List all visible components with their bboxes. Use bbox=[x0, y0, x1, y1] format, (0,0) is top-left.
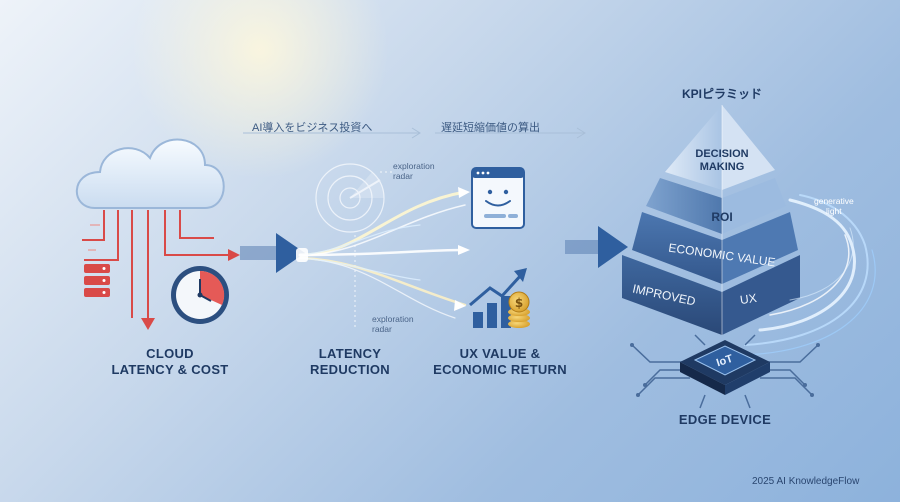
generative-label: generative light bbox=[814, 196, 854, 216]
light-streams bbox=[298, 190, 467, 319]
radar-dotted-line bbox=[354, 171, 395, 330]
radar-icon bbox=[315, 163, 385, 233]
headline-arrow-left bbox=[243, 127, 421, 139]
latency-lines-icon bbox=[82, 210, 240, 330]
pyramid-level-2: ROI bbox=[711, 210, 733, 224]
svg-text:$: $ bbox=[515, 296, 523, 310]
headline-left: AI導入をビジネス投資へ bbox=[252, 122, 373, 134]
caption-edge: EDGE DEVICE bbox=[678, 412, 772, 427]
growth-chart-icon bbox=[469, 268, 527, 328]
flow-arrow-1 bbox=[240, 233, 305, 273]
headline-arrow-right bbox=[435, 127, 586, 139]
flow-arrow-2 bbox=[565, 226, 628, 268]
clock-icon bbox=[171, 266, 229, 324]
chip-label: IoT bbox=[715, 353, 735, 370]
cloud-icon bbox=[75, 138, 225, 209]
generative-light-swirl bbox=[734, 194, 876, 356]
stream-arrowheads bbox=[454, 187, 470, 311]
caption-latency: LATENCY REDUCTION bbox=[310, 346, 390, 377]
stream-source bbox=[296, 248, 308, 262]
pyramid-level-4-b: UX bbox=[739, 290, 758, 308]
pyramid-title: KPIピラミッド bbox=[681, 87, 762, 101]
latency-lines-muted bbox=[88, 224, 100, 251]
caption-cloud: CLOUD LATENCY & COST bbox=[111, 346, 229, 377]
iot-chip-icon: IoT bbox=[630, 334, 820, 409]
server-icon bbox=[84, 264, 110, 297]
headline-right: 遅延短縮価値の算出 bbox=[441, 122, 540, 134]
radar-label-top: exploration radar bbox=[393, 161, 435, 181]
footer-credit: 2025 AI KnowledgeFlow bbox=[752, 476, 860, 487]
kpi-pyramid bbox=[622, 105, 800, 335]
radar-label-bottom: exploration radar bbox=[372, 314, 414, 334]
coins-icon: $ bbox=[508, 291, 530, 328]
caption-ux: UX VALUE & ECONOMIC RETURN bbox=[433, 346, 567, 377]
app-window-icon bbox=[471, 167, 525, 229]
pyramid-level-1: DECISION MAKING bbox=[695, 148, 749, 173]
